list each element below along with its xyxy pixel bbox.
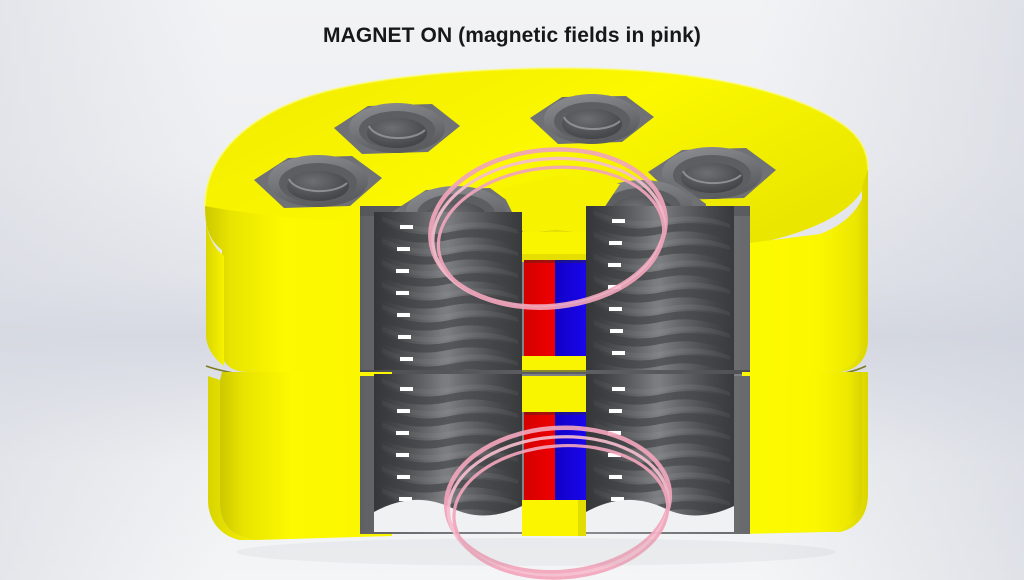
hex-socket-back-right	[530, 94, 654, 144]
magnet-south-pole	[555, 260, 586, 356]
lower-left-wall	[220, 372, 392, 540]
page-title: MAGNET ON (magnetic fields in pink)	[322, 24, 702, 47]
threaded-bore-lower-left	[374, 374, 522, 532]
upper-right-bevel	[826, 172, 868, 372]
magnet-north-pole	[524, 260, 555, 356]
upper-block-left	[205, 206, 392, 372]
ground-shadow	[236, 538, 836, 566]
magnet-lower	[524, 412, 586, 500]
lower-right-wall	[742, 372, 862, 534]
threaded-bore-upper-left	[374, 212, 522, 370]
threaded-bore-upper-right	[586, 206, 734, 370]
upper-left-wall	[205, 206, 392, 372]
thread-highlights	[396, 387, 413, 501]
lower-right-bevel	[826, 372, 868, 532]
upper-left-bevel	[205, 206, 224, 366]
magnet-south-pole	[555, 412, 586, 500]
upper-block-right	[742, 170, 868, 372]
hex-socket-front-right	[648, 147, 776, 200]
magnet-north-pole	[524, 412, 555, 500]
top-plate-edge-highlight	[203, 67, 870, 207]
magnet-upper	[524, 260, 586, 356]
thread-highlights	[396, 225, 413, 361]
hex-socket-back-left	[334, 103, 460, 154]
lower-left-bevel	[208, 376, 256, 540]
center-channel-lower	[522, 376, 586, 536]
center-channel-upper	[522, 232, 586, 372]
hex-socket-front-left	[254, 155, 382, 208]
upper-right-wall	[742, 170, 868, 372]
threaded-bore-lower-right	[586, 374, 734, 532]
